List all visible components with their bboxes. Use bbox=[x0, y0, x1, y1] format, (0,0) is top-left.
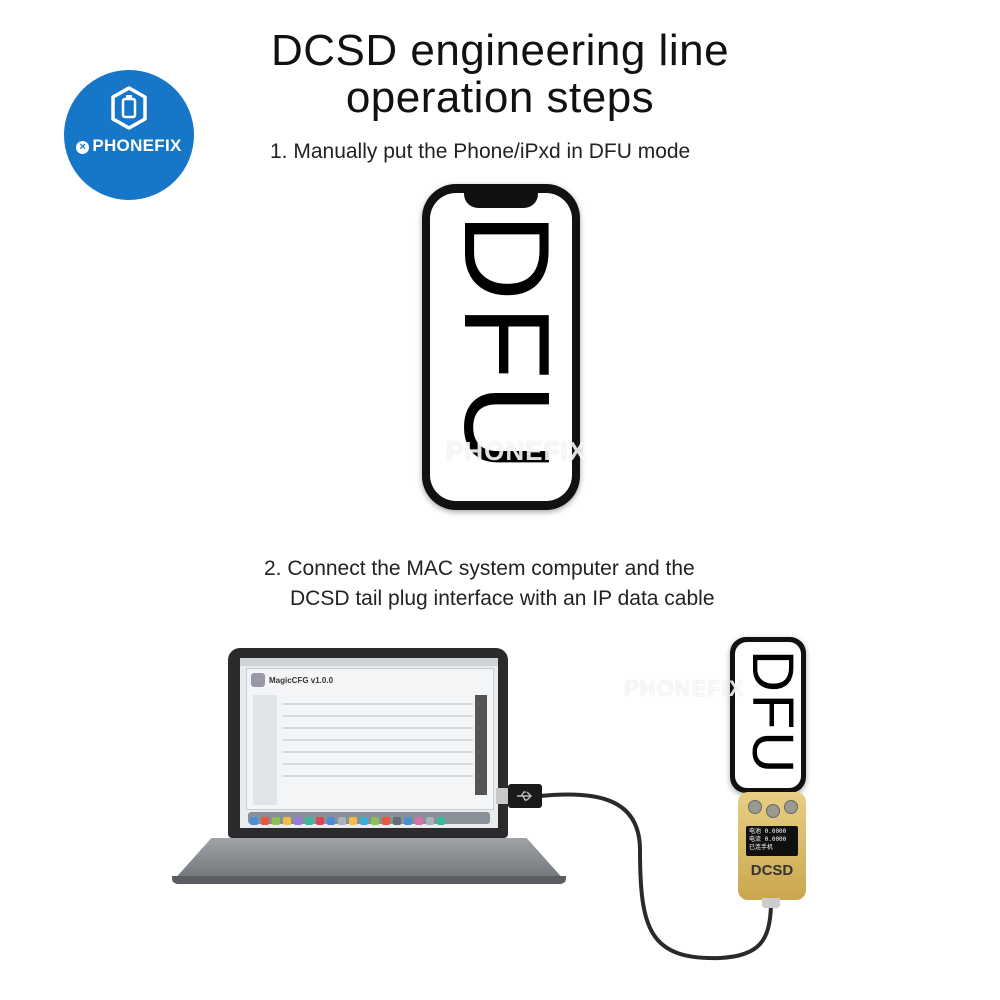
page-title-line-1: DCSD engineering line bbox=[270, 26, 730, 75]
phonefix-logo: ×PHONEFIX bbox=[64, 70, 194, 200]
watermark: PHONEFIX bbox=[446, 436, 587, 466]
display-line-1: 电池 0.0000 bbox=[749, 828, 787, 835]
table-row bbox=[283, 739, 473, 741]
step-1-text: 1. Manually put the Phone/iPxd in DFU mo… bbox=[270, 140, 691, 163]
table-row bbox=[283, 703, 473, 705]
laptop-base-edge bbox=[172, 876, 566, 884]
close-circle-icon: × bbox=[76, 141, 90, 154]
table-row bbox=[283, 715, 473, 717]
phone-large: DFU bbox=[422, 184, 580, 510]
table-row bbox=[283, 751, 473, 753]
left-panel bbox=[253, 695, 277, 805]
display-line-3: 已连手机 bbox=[749, 844, 774, 851]
table-row bbox=[283, 775, 473, 777]
watermark-small: PHONEFIX bbox=[624, 676, 745, 701]
laptop-base bbox=[172, 838, 566, 882]
device-tail-plug bbox=[762, 898, 780, 908]
page-title-line-2: operation steps bbox=[345, 73, 655, 122]
phone-screen: DFU bbox=[430, 193, 572, 501]
display-line-2: 电流 0.0000 bbox=[749, 836, 787, 843]
step-2-line-1: 2. Connect the MAC system computer and t… bbox=[264, 557, 695, 580]
device-label: DCSD bbox=[750, 862, 794, 879]
device-display: 电池 0.0000 电流 0.0000 已连手机 bbox=[746, 826, 798, 856]
phone-repair-icon bbox=[111, 86, 147, 130]
device-button-right bbox=[784, 800, 798, 814]
device-button-middle bbox=[766, 804, 780, 818]
usb-icon bbox=[517, 791, 532, 801]
usb-connector bbox=[508, 784, 542, 808]
app-icon bbox=[251, 673, 265, 687]
phone-small: DFU bbox=[730, 637, 806, 793]
app-window: MagicCFG v1.0.0 bbox=[246, 668, 494, 810]
table-row bbox=[283, 763, 473, 765]
device-button-left bbox=[748, 800, 762, 814]
phone-notch bbox=[464, 192, 538, 208]
table-row bbox=[283, 727, 473, 729]
laptop-screen: MagicCFG v1.0.0 bbox=[240, 658, 498, 828]
menu-bar bbox=[240, 658, 498, 666]
thumbnail-strip bbox=[475, 695, 487, 795]
dock bbox=[248, 812, 490, 825]
logo-brand-text: ×PHONEFIX bbox=[64, 136, 194, 156]
phone-small-screen: DFU bbox=[735, 642, 801, 788]
usb-plug bbox=[496, 788, 510, 804]
step-2-line-2: DCSD tail plug interface with an IP data… bbox=[290, 587, 715, 610]
app-title: MagicCFG v1.0.0 bbox=[269, 676, 334, 685]
dfu-screen-text-small: DFU bbox=[740, 650, 801, 776]
